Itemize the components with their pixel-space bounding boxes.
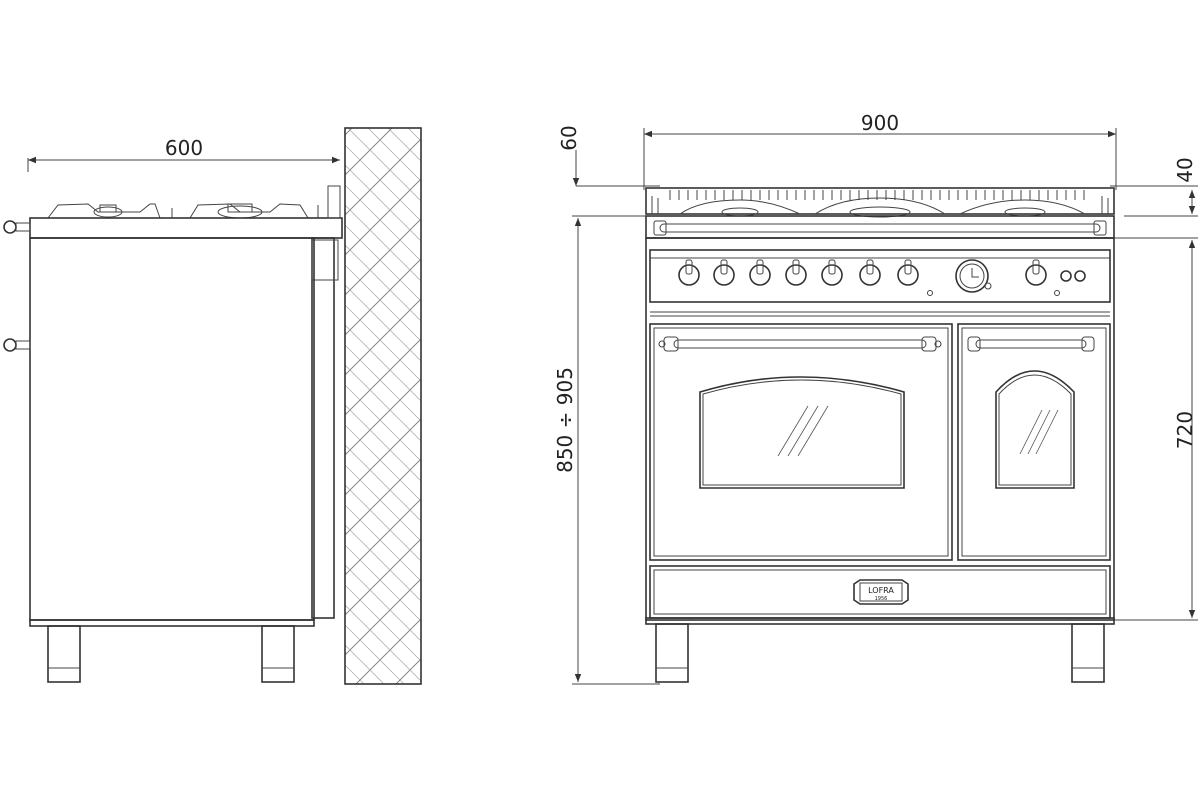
knob-row xyxy=(678,259,1047,286)
dimension-width-label: 900 xyxy=(861,111,899,135)
front-foot-right xyxy=(1071,623,1105,683)
dimension-depth: 600 xyxy=(27,136,340,172)
knob[interactable] xyxy=(678,259,700,286)
ignition-buttons[interactable] xyxy=(1060,270,1086,282)
dimension-oven-height: 720 xyxy=(1110,237,1198,621)
indicator-light xyxy=(927,290,933,296)
dimension-hob-height-label: 40 xyxy=(1173,157,1197,182)
side-foot-front xyxy=(47,625,81,683)
side-knobs xyxy=(3,220,31,352)
side-view: 600 xyxy=(3,127,422,685)
knob[interactable] xyxy=(749,259,771,286)
brand-badge: LOFRA 1956 xyxy=(853,579,909,605)
side-back-panel xyxy=(311,237,335,619)
front-grates xyxy=(645,187,1115,218)
dimension-oven-height-label: 720 xyxy=(1173,411,1197,449)
side-body xyxy=(29,237,315,621)
main-oven-window xyxy=(699,376,905,489)
second-oven-window xyxy=(995,370,1075,489)
dimension-width: 900 xyxy=(643,111,1117,190)
front-foot-left xyxy=(655,623,689,683)
main-oven-door[interactable] xyxy=(649,323,953,561)
storage-drawer[interactable]: LOFRA 1956 xyxy=(649,565,1111,619)
control-panel xyxy=(649,249,1111,303)
dimension-total-height: 850 ÷ 905 xyxy=(553,215,660,685)
knob[interactable] xyxy=(785,259,807,286)
front-view: 900 60 40 850 ÷ 905 720 xyxy=(553,111,1198,685)
front-body xyxy=(645,237,1115,621)
dimension-depth-label: 600 xyxy=(165,136,203,160)
second-oven-door[interactable] xyxy=(957,323,1111,561)
knob[interactable] xyxy=(821,259,843,286)
knob[interactable] xyxy=(1025,259,1047,286)
main-oven-handle[interactable] xyxy=(658,336,942,352)
indicator-light xyxy=(1054,290,1060,296)
side-foot-back xyxy=(261,625,295,683)
badge-year: 1956 xyxy=(875,596,888,602)
dimension-top-offset: 60 xyxy=(557,125,660,187)
knob[interactable] xyxy=(859,259,881,286)
dimension-hob-height: 40 xyxy=(1110,157,1198,217)
dimension-top-offset-label: 60 xyxy=(557,125,581,150)
clock-icon xyxy=(955,259,992,293)
front-hob-rail xyxy=(645,215,1115,239)
badge-brand: LOFRA xyxy=(868,586,894,595)
knob[interactable] xyxy=(897,259,919,286)
wall xyxy=(344,127,422,685)
dimension-total-height-label: 850 ÷ 905 xyxy=(553,367,577,473)
side-burners xyxy=(47,203,319,219)
side-hob-top xyxy=(29,217,343,239)
knob[interactable] xyxy=(713,259,735,286)
second-oven-handle[interactable] xyxy=(967,336,1095,352)
